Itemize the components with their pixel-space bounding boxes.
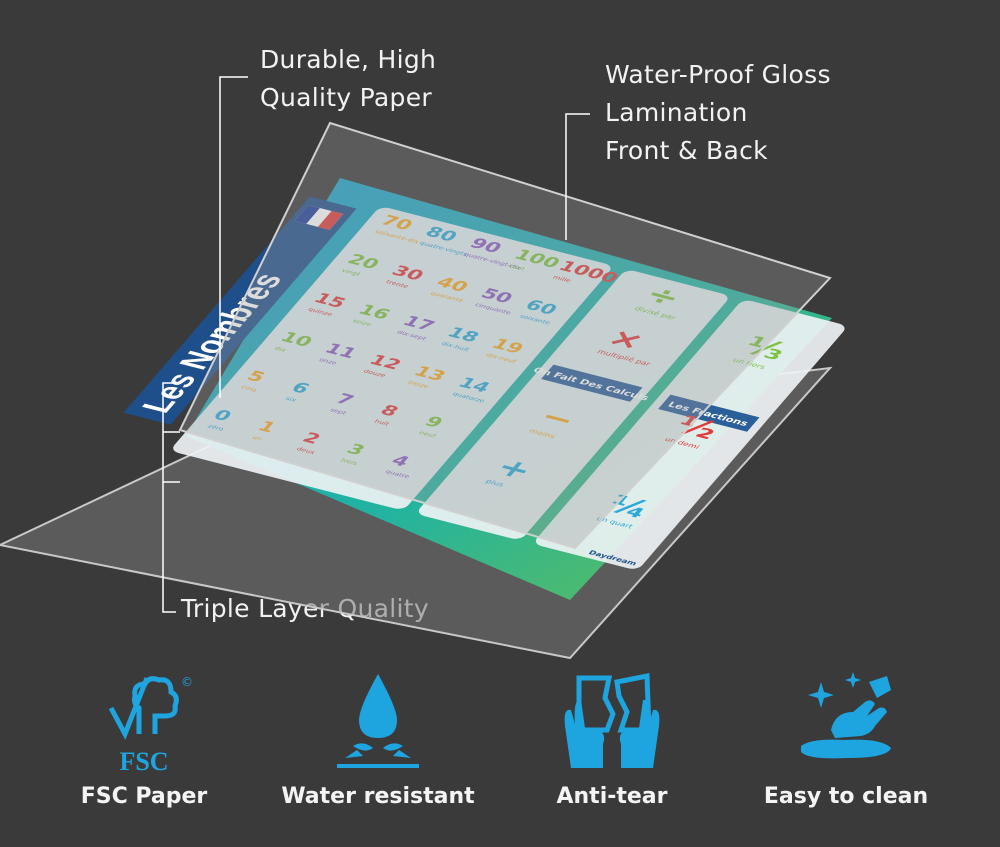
numbers-panel xyxy=(173,207,611,509)
hand-wiping-icon xyxy=(801,672,891,759)
number-word: vingt xyxy=(340,267,363,277)
number-word: huit xyxy=(373,418,392,427)
number-word: trois xyxy=(339,457,360,466)
feature-easy-to-clean: Easy to clean xyxy=(746,668,946,809)
feature-water-resistant-label: Water resistant xyxy=(281,784,475,809)
poster-title-banner xyxy=(123,196,357,425)
fsc-mark-text: FSC xyxy=(119,747,168,776)
number-tile: 11 xyxy=(321,341,361,362)
callout-lamination: Water-Proof Gloss Lamination Front & Bac… xyxy=(605,56,831,170)
feature-anti-tear: Anti-tear xyxy=(512,668,712,809)
number-word: cinq xyxy=(239,384,258,393)
number-word: onze xyxy=(317,357,338,367)
callout-paper-line-2: Quality Paper xyxy=(260,83,432,112)
number-tile: 40 xyxy=(432,274,472,295)
number-word: quinze xyxy=(306,306,334,317)
number-tile: 12 xyxy=(365,352,405,373)
fsc-logo-icon: © FSC xyxy=(108,675,193,776)
number-word: dix xyxy=(273,345,288,353)
number-tile: 17 xyxy=(399,313,439,334)
calculs-panel xyxy=(418,270,728,539)
callout-lamination-line-2: Lamination xyxy=(605,98,748,127)
number-word: neuf xyxy=(417,430,438,440)
number-word: douze xyxy=(362,368,388,379)
number-word: quatre xyxy=(384,469,412,480)
feature-fsc: © FSC FSC Paper xyxy=(44,668,244,809)
number-word: cent xyxy=(507,263,527,272)
hands-tearing-paper-icon xyxy=(564,672,660,768)
top-lamination-sheet xyxy=(178,121,832,550)
number-word: six xyxy=(284,395,298,403)
number-word: zéro xyxy=(206,423,226,432)
number-tile: 14 xyxy=(454,375,494,396)
number-tile: 90 xyxy=(466,235,506,256)
feature-water-resistant: Water resistant xyxy=(278,668,478,809)
callout-lamination-line-3: Front & Back xyxy=(605,136,768,165)
number-tile: 70 xyxy=(377,213,417,234)
number-tile: 30 xyxy=(388,263,428,284)
leader-paper xyxy=(219,76,248,398)
fractions-panel xyxy=(535,300,845,569)
number-word: treize xyxy=(406,379,430,389)
calc-word: plus xyxy=(484,478,506,488)
number-word: trente xyxy=(384,279,410,290)
number-tile: 19 xyxy=(488,336,528,357)
number-tile: 50 xyxy=(477,286,517,307)
leader-triple-layer xyxy=(162,382,180,613)
feature-anti-tear-label: Anti-tear xyxy=(556,784,668,809)
number-tile: 18 xyxy=(443,325,483,346)
leader-lamination xyxy=(565,113,590,240)
feature-fsc-label: FSC Paper xyxy=(80,784,208,809)
water-drop-icon xyxy=(337,674,419,768)
callout-lamination-line-1: Water-Proof Gloss xyxy=(605,60,831,89)
number-tile: 10 xyxy=(276,329,316,350)
number-tile: 16 xyxy=(354,302,394,323)
fsc-copyright: © xyxy=(181,675,193,689)
number-tile: 13 xyxy=(410,364,450,385)
number-tile: 20 xyxy=(343,252,383,273)
feature-easy-to-clean-label: Easy to clean xyxy=(763,784,929,809)
number-word: mille xyxy=(551,274,573,284)
number-word: un xyxy=(250,434,263,442)
number-tile: 15 xyxy=(310,290,350,311)
number-word: deux xyxy=(295,446,317,456)
layered-poster-illustration: Les Nombres 0zéro5cinq10dix15quinze20vin… xyxy=(0,76,845,660)
callout-paper: Durable, High Quality Paper xyxy=(260,41,436,117)
callout-paper-line-1: Durable, High xyxy=(260,45,437,74)
number-tile: 80 xyxy=(421,224,461,245)
number-word: sept xyxy=(328,407,348,416)
number-word: seize xyxy=(351,318,373,328)
number-tile: 60 xyxy=(521,297,561,318)
